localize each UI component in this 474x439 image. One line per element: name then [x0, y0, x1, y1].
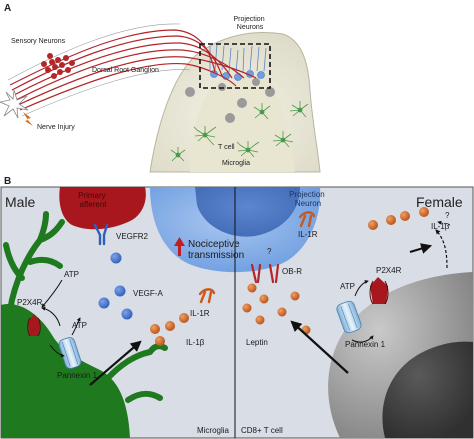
il-1b-label-right: IL-1β — [431, 222, 450, 231]
zoom-region-box — [199, 43, 271, 89]
nerve-injury-starburst — [0, 89, 29, 119]
leptin-label: Leptin — [246, 338, 268, 347]
atp-label-right: ATP — [340, 282, 355, 291]
il-1b-molecules-left — [150, 313, 189, 346]
il-1r-label-left: IL-1R — [190, 309, 210, 318]
vegf-a-label: VEGF-A — [133, 289, 163, 298]
vegfr2-receptor — [93, 223, 109, 246]
question-mark-right: ? — [445, 211, 450, 220]
signaling-arrows — [89, 220, 451, 386]
t-cell-label: T cell — [218, 144, 235, 151]
question-mark-top: ? — [267, 247, 272, 256]
atp-arrows-right — [351, 280, 374, 343]
lightning-icon — [23, 112, 33, 126]
panel-a-label: A — [4, 3, 11, 14]
ob-r-label: OB-R — [282, 267, 302, 276]
pannexin-label-left: Pannexin 1 — [57, 371, 98, 380]
atp-label-middle: ATP — [72, 321, 87, 330]
il-1r-label-right: IL-1R — [298, 230, 318, 239]
microglia-cell — [1, 304, 130, 438]
female-label: Female — [416, 194, 463, 210]
il-1r-receptor-right — [298, 211, 316, 228]
up-arrow-icon — [174, 237, 185, 256]
p2x4r-label-right: P2X4R — [376, 266, 402, 275]
t-cells — [185, 78, 275, 123]
dorsal-root-ganglion-cells — [41, 53, 75, 79]
pannexin-label-right: Pannexin 1 — [345, 340, 386, 349]
nociceptive-transmission-label: Nociceptive transmission — [188, 239, 244, 261]
projection-neurons — [209, 43, 267, 81]
projection-neuron-nucleus — [195, 187, 300, 237]
panel-b-label: B — [4, 176, 11, 187]
microglia-processes — [3, 211, 168, 403]
il-1b-label-left: IL-1β — [186, 338, 205, 347]
p2x4r-channel-left — [27, 314, 41, 337]
p2x4r-label-left: P2X4R — [17, 298, 43, 307]
sensory-nerve-outline — [7, 23, 191, 117]
microglia-cluster — [170, 101, 309, 162]
vegfr2-label: VEGFR2 — [116, 232, 149, 241]
panel-b: B — [0, 176, 474, 439]
il-1b-molecules-right — [368, 207, 429, 230]
t-cell-nucleus — [382, 341, 473, 438]
ob-r-receptors — [250, 263, 280, 284]
primary-afferent-label: Primary afferent — [78, 191, 108, 209]
projection-neurons-label: Projection Neurons — [233, 16, 266, 31]
nerve-injury-label: Nerve Injury — [37, 124, 75, 131]
cd8-t-cell-label: CD8+ T cell — [241, 426, 283, 435]
leptin-molecules — [242, 283, 311, 335]
primary-afferent-terminal — [59, 187, 146, 230]
p2x4r-channel-right — [369, 277, 389, 305]
atp-label-top: ATP — [64, 270, 79, 279]
dorsal-root-ganglion-label: Dorsal Root Ganglion — [92, 67, 159, 74]
panel-a: A — [0, 3, 321, 173]
male-label: Male — [5, 194, 36, 210]
microglia-label-b: Microglia — [197, 426, 230, 435]
projection-neuron-label: Projection Neuron — [289, 190, 327, 208]
sensory-neurons-label: Sensory Neurons — [11, 38, 66, 45]
vegf-a-molecules — [98, 252, 133, 320]
pannexin-channel-right — [336, 300, 362, 334]
il-1r-receptor-left — [198, 288, 216, 304]
atp-arrows-left — [41, 279, 81, 358]
microglia-label-a: Microglia — [222, 160, 250, 167]
